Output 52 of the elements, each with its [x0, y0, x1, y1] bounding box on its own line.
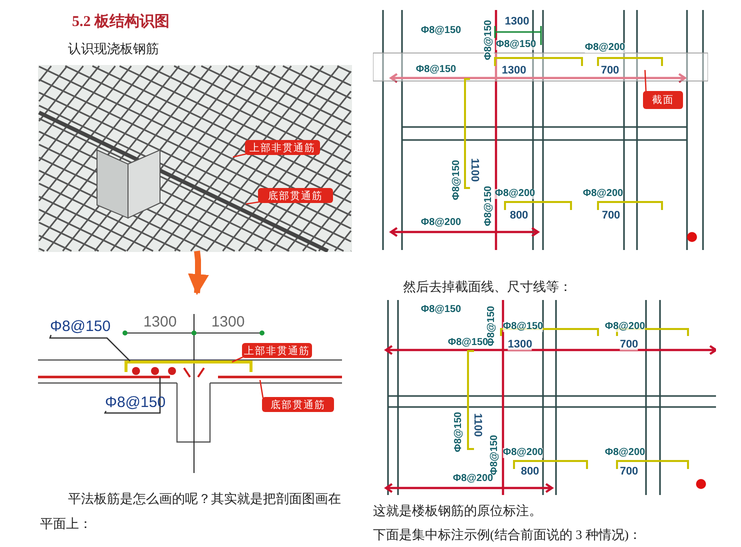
dimension-text: 800 [520, 466, 540, 478]
dimension-text: 800 [510, 210, 528, 222]
section-title: 5.2 板结构识图 [72, 12, 170, 31]
dimension-text: 1100 [472, 413, 482, 437]
block-arrow [188, 250, 209, 296]
body-text: 认识现浇板钢筋 [68, 42, 159, 55]
dimension-text: 1300 [504, 16, 530, 28]
callout-label: 底部贯通筋 [262, 397, 334, 412]
dimension-text: 700 [620, 340, 638, 350]
body-text: 平法板筋是怎么画的呢？其实就是把剖面图画在平面上： [40, 490, 342, 533]
rebar-annotation: Φ8@150 [452, 160, 462, 200]
dimension-text: 700 [600, 66, 620, 76]
rebar-annotation: Φ8@150 [454, 412, 464, 452]
callout-label: 上部非贯通筋 [245, 140, 320, 155]
callout-label: 截面 [643, 91, 683, 109]
leader-line [246, 201, 260, 205]
rebar-annotation: Φ8@200 [584, 43, 626, 53]
callout-label: 上部非贯通筋 [242, 343, 312, 358]
rebar-annotation: Φ8@200 [502, 448, 544, 458]
rebar-annotation: Φ8@150 [490, 434, 500, 476]
dimension-text: 1300 [502, 66, 526, 76]
dimension-text: 1300 [508, 340, 532, 350]
dimension-text: 1100 [468, 158, 480, 182]
rebar-annotation: Φ8@150 [420, 305, 462, 315]
body-text: 然后去掉截面线、尺寸线等： [403, 280, 572, 293]
leader-line [49, 334, 130, 362]
rebar-annotation: Φ8@150 [50, 318, 108, 336]
leader-line [644, 70, 647, 92]
rebar-annotation: Φ8@200 [420, 218, 462, 228]
dimension-text: 1300 [211, 314, 245, 330]
rebar-annotation: Φ8@200 [604, 448, 646, 458]
callout-label: 底部贯通筋 [258, 188, 333, 203]
rebar-annotation: Φ8@150 [496, 40, 536, 50]
body-text: 下面是集中标注示例(结合前面说的 3 种情况)： [373, 528, 642, 541]
dimension-text: 700 [602, 210, 620, 222]
rebar-annotation: Φ8@150 [420, 26, 462, 36]
rebar-annotation: Φ8@200 [452, 474, 494, 484]
rebar-annotation: Φ8@150 [502, 322, 544, 332]
rebar-annotation: Φ8@200 [582, 189, 624, 199]
leader-line [232, 356, 244, 363]
rebar-annotation: Φ8@150 [448, 338, 488, 348]
leader-line [232, 153, 246, 158]
dimension-text: 700 [620, 466, 638, 478]
rebar-annotation: Φ8@150 [484, 20, 494, 60]
rebar-annotation: Φ8@150 [484, 186, 494, 226]
dimension-text: 1300 [143, 314, 177, 330]
rebar-annotation: Φ8@200 [494, 189, 536, 199]
body-text: 这就是楼板钢筋的原位标注。 [373, 504, 542, 517]
rebar-annotation: Φ8@150 [416, 65, 456, 75]
rebar-annotation: Φ8@200 [604, 322, 646, 332]
leader-line [259, 380, 264, 398]
rebar-annotation: Φ8@150 [487, 306, 497, 346]
